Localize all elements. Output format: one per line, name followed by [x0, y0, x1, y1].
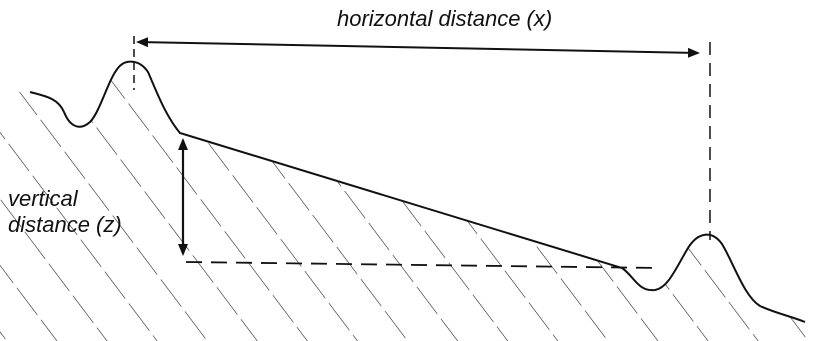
horizontal-distance-label: horizontal distance (x): [337, 6, 552, 31]
horizontal-distance-arrow: [136, 37, 700, 58]
horizontal-baseline: [185, 261, 661, 269]
vertical-distance-label-line2: distance (z): [8, 212, 122, 237]
vertical-distance-label-line1: vertical: [8, 186, 79, 211]
terrain-surface: [29, 60, 806, 323]
